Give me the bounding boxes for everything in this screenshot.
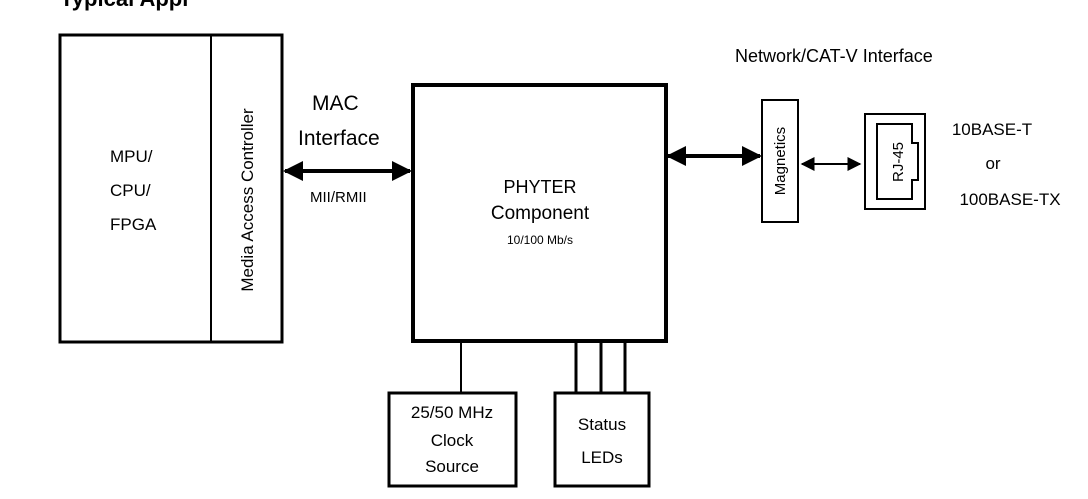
- mpu-label-1: MPU/: [110, 147, 153, 166]
- mii-rmii-label: MII/RMII: [310, 189, 367, 206]
- clock-label-3: Source: [425, 457, 479, 476]
- magnetics-label: Magnetics: [772, 127, 789, 195]
- clock-source-block: [387, 391, 518, 488]
- phyter-speed: 10/100 Mb/s: [507, 233, 573, 247]
- ethernet-label-3: 100BASE-TX: [959, 190, 1060, 209]
- mac-vertical-label: Media Access Controller: [238, 108, 257, 292]
- mac-interface-label-2: Interface: [298, 127, 380, 150]
- magnetics-block: [761, 99, 799, 223]
- page-title: Typical Appl: [60, 0, 188, 11]
- mac-interface-label-1: MAC: [312, 92, 359, 115]
- status-label-2: LEDs: [581, 448, 623, 467]
- ethernet-label-2: or: [985, 154, 1000, 173]
- status-label-1: Status: [578, 415, 626, 434]
- network-interface-label: Network/CAT-V Interface: [735, 46, 933, 66]
- rj45-label: RJ-45: [890, 142, 907, 182]
- phyter-label-1: PHYTER: [503, 177, 576, 197]
- phyter-block: [411, 83, 668, 343]
- mpu-label-2: CPU/: [110, 181, 151, 200]
- mpu-label-3: FPGA: [110, 215, 157, 234]
- ethernet-label-1: 10BASE-T: [952, 120, 1032, 139]
- phyter-label-2: Component: [491, 203, 590, 224]
- clock-label-1: 25/50 MHz: [411, 403, 493, 422]
- clock-label-2: Clock: [431, 431, 474, 450]
- rj45-block: [864, 113, 926, 210]
- mpu-block: [58, 33, 284, 344]
- status-leds-block: [553, 391, 651, 488]
- rj45-jack-icon: [876, 123, 919, 200]
